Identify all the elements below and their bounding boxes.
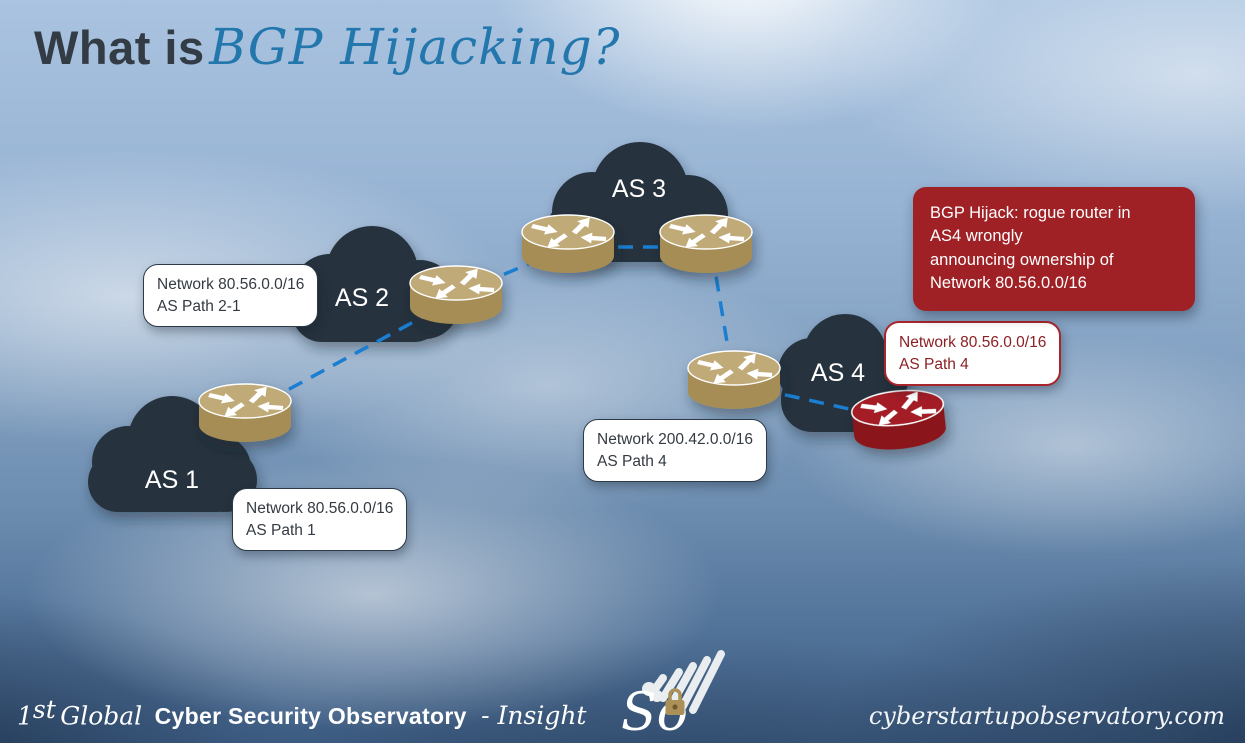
callout-line: AS4 wrongly (930, 227, 1023, 246)
as1-announcement-box: Network 80.56.0.0/16 AS Path 1 (232, 488, 408, 552)
network-line: Network 80.56.0.0/16 (157, 276, 305, 293)
edition-rest: Global (60, 701, 143, 730)
title-accent: BGP Hijacking? (209, 18, 621, 76)
as4-hijack-announcement-box: Network 80.56.0.0/16 AS Path 4 (884, 321, 1062, 387)
edition-suffix: st (32, 694, 56, 724)
page-title: What is BGP Hijacking? (34, 18, 620, 76)
lock-icon (665, 688, 685, 715)
as3-label: AS 3 (612, 175, 666, 203)
aspath-line: AS Path 4 (899, 355, 969, 373)
as2-router-icon (410, 265, 502, 324)
as2-label: AS 2 (335, 284, 389, 312)
brand-tagline: - Insight (481, 701, 587, 730)
cloud-blob (651, 690, 663, 702)
footer-brand: 1st Global Cyber Security Observatory - … (17, 695, 586, 730)
title-plain: What is (34, 21, 205, 74)
aspath-line: AS Path 2-1 (157, 297, 241, 315)
brand-name: Cyber Security Observatory (154, 703, 467, 729)
hijack-explanation-callout: BGP Hijack: rogue router in AS4 wrongly … (913, 187, 1195, 311)
as4-router-icon (688, 350, 780, 409)
network-line: Network 80.56.0.0/16 (246, 500, 394, 517)
link-as2-as3 (457, 245, 569, 296)
aspath-line: AS Path 1 (246, 521, 316, 539)
callout-line: BGP Hijack: rogue router in (930, 204, 1131, 222)
as2-announcement-box: Network 80.56.0.0/16 AS Path 2-1 (143, 264, 319, 328)
network-line: Network 200.42.0.0/16 (597, 431, 753, 448)
as4-network-box: Network 200.42.0.0/16 AS Path 4 (583, 419, 767, 483)
as1-cloud (88, 396, 257, 512)
callout-line: announcing ownership of (930, 250, 1114, 269)
as4-cloud (778, 314, 908, 432)
edition-number: 1 (17, 701, 33, 730)
network-line: Network 80.56.0.0/16 (899, 334, 1047, 351)
as4-label: AS 4 (811, 359, 865, 387)
as1-router-icon (199, 383, 291, 442)
observatory-logo: So (621, 650, 725, 741)
callout-line: Network 80.56.0.0/16 (930, 274, 1087, 293)
website-url: cyberstartupobservatory.com (868, 702, 1225, 730)
aspath-line: AS Path 4 (597, 452, 667, 470)
as3-router-west-icon (522, 214, 614, 273)
as3-router-east-icon (660, 214, 752, 273)
as1-label: AS 1 (145, 466, 199, 494)
